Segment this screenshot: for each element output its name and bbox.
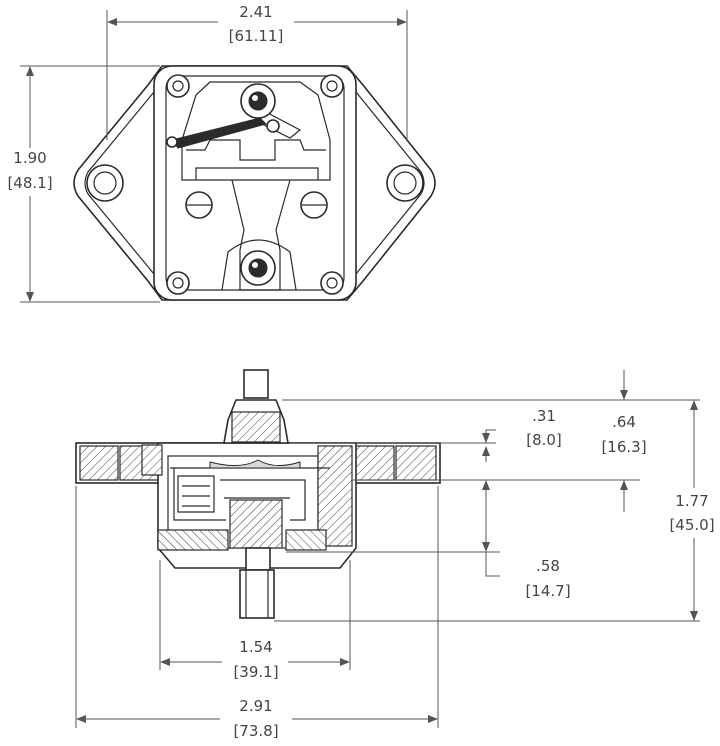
mid-screw-left [185, 191, 213, 219]
top-width-mm: [61.11] [229, 27, 284, 45]
dim-a-inch: .31 [532, 407, 556, 425]
corner-screw-bl [166, 271, 190, 295]
top-view [73, 65, 436, 301]
overall-width-mm: [73.8] [233, 722, 278, 740]
corner-screw-tl [166, 74, 190, 98]
body-width-mm: [39.1] [233, 663, 278, 681]
top-height-inch: 1.90 [13, 149, 46, 167]
dim-b-mm: [16.3] [601, 438, 646, 456]
side-view [75, 369, 441, 619]
overall-height-inch: 1.77 [675, 492, 708, 510]
bottom-stud [240, 250, 276, 286]
dim-a-mm: [8.0] [526, 431, 562, 449]
corner-screw-br [320, 271, 344, 295]
dim-b-inch: .64 [612, 413, 636, 431]
dim-c-inch: .58 [536, 557, 560, 575]
right-mounting-hole [386, 164, 424, 202]
top-pin [223, 369, 289, 444]
left-mounting-hole [86, 164, 124, 202]
dim-c-mm: [14.7] [525, 582, 570, 600]
top-stud [240, 83, 276, 119]
body-width-inch: 1.54 [239, 638, 272, 656]
top-width-inch: 2.41 [239, 3, 272, 21]
bottom-shaft [239, 547, 275, 619]
top-height-mm: [48.1] [7, 174, 52, 192]
corner-screw-tr [320, 74, 344, 98]
overall-width-inch: 2.91 [239, 697, 272, 715]
mid-screw-right [300, 191, 328, 219]
overall-height-mm: [45.0] [669, 516, 714, 534]
